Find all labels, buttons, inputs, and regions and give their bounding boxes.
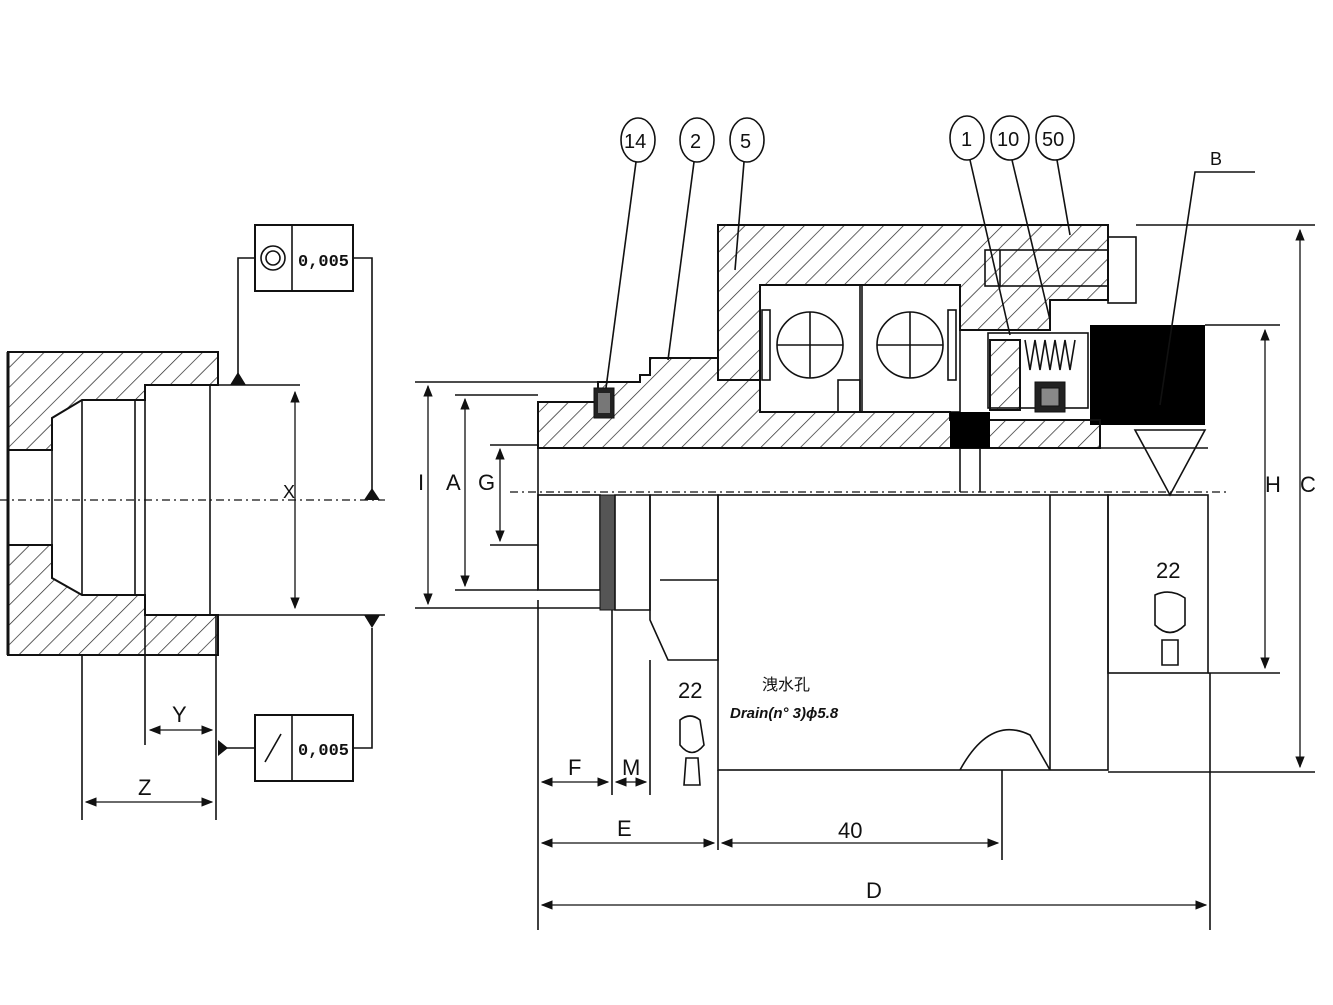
balloon-10: 10 (990, 115, 1051, 321)
dim-g-label: G (478, 470, 495, 495)
rear-flange (1090, 325, 1205, 425)
svg-text:14: 14 (624, 131, 646, 153)
drain-label-en: Drain(n° 3)ϕ5.8 (730, 705, 839, 722)
dim-i-label: I (418, 470, 424, 495)
balloon-50: 50 (1035, 115, 1075, 236)
balloon-1: 1 (949, 115, 1011, 336)
concentricity-icon (260, 245, 286, 271)
svg-text:1: 1 (961, 129, 972, 151)
dim-e-label: E (617, 816, 632, 841)
svg-text:10: 10 (997, 129, 1019, 151)
dim-z-label: Z (138, 775, 151, 800)
bolt (984, 249, 1109, 287)
bearing-right (861, 284, 961, 413)
runout-icon (264, 733, 282, 763)
left-upper-wall (7, 351, 219, 451)
dim-x-label: X (283, 482, 295, 502)
dim-h-label: H (1265, 472, 1281, 497)
balloon-2: 2 (667, 117, 715, 361)
wrench-left: 22 (678, 678, 705, 786)
svg-text:2: 2 (690, 131, 701, 153)
rear-lower (1107, 494, 1209, 674)
knurl-ring (599, 494, 616, 611)
dim-y-label: Y (172, 702, 187, 727)
wrench-right-size: 22 (1156, 558, 1180, 583)
label-b: B (1210, 149, 1222, 169)
left-section-view: X 0,005 0,005 Y Z (0, 224, 385, 820)
wrench-right: 22 (1154, 558, 1186, 666)
right-assembly-view: 22 22 洩水孔 Drain(n° 3)ϕ5.8 14 2 5 (415, 115, 1316, 930)
svg-text:5: 5 (740, 131, 751, 153)
dim-a-label: A (446, 470, 461, 495)
dim-d-label: D (866, 878, 882, 903)
housing-top (717, 224, 1109, 381)
dim-m-label: M (622, 755, 640, 780)
tolerance-frame-concentricity: 0,005 (237, 224, 373, 492)
tolerance-top-value: 0,005 (298, 253, 349, 272)
dim-40-label: 40 (838, 818, 862, 843)
left-lower-wall (7, 544, 219, 656)
balloon-5: 5 (729, 117, 765, 271)
tolerance-frame-runout: 0,005 (218, 628, 373, 782)
nose-lower (537, 494, 601, 591)
balloon-14: 14 (605, 117, 656, 389)
dim-c-label: C (1300, 472, 1316, 497)
tolerance-bottom-value: 0,005 (298, 742, 349, 761)
wrench-left-size: 22 (678, 678, 702, 703)
dim-f-label: F (568, 755, 581, 780)
svg-text:50: 50 (1042, 129, 1064, 151)
drain-label-cn: 洩水孔 (762, 676, 810, 694)
bearing-left (759, 284, 861, 413)
leader-b: B (1159, 149, 1255, 406)
